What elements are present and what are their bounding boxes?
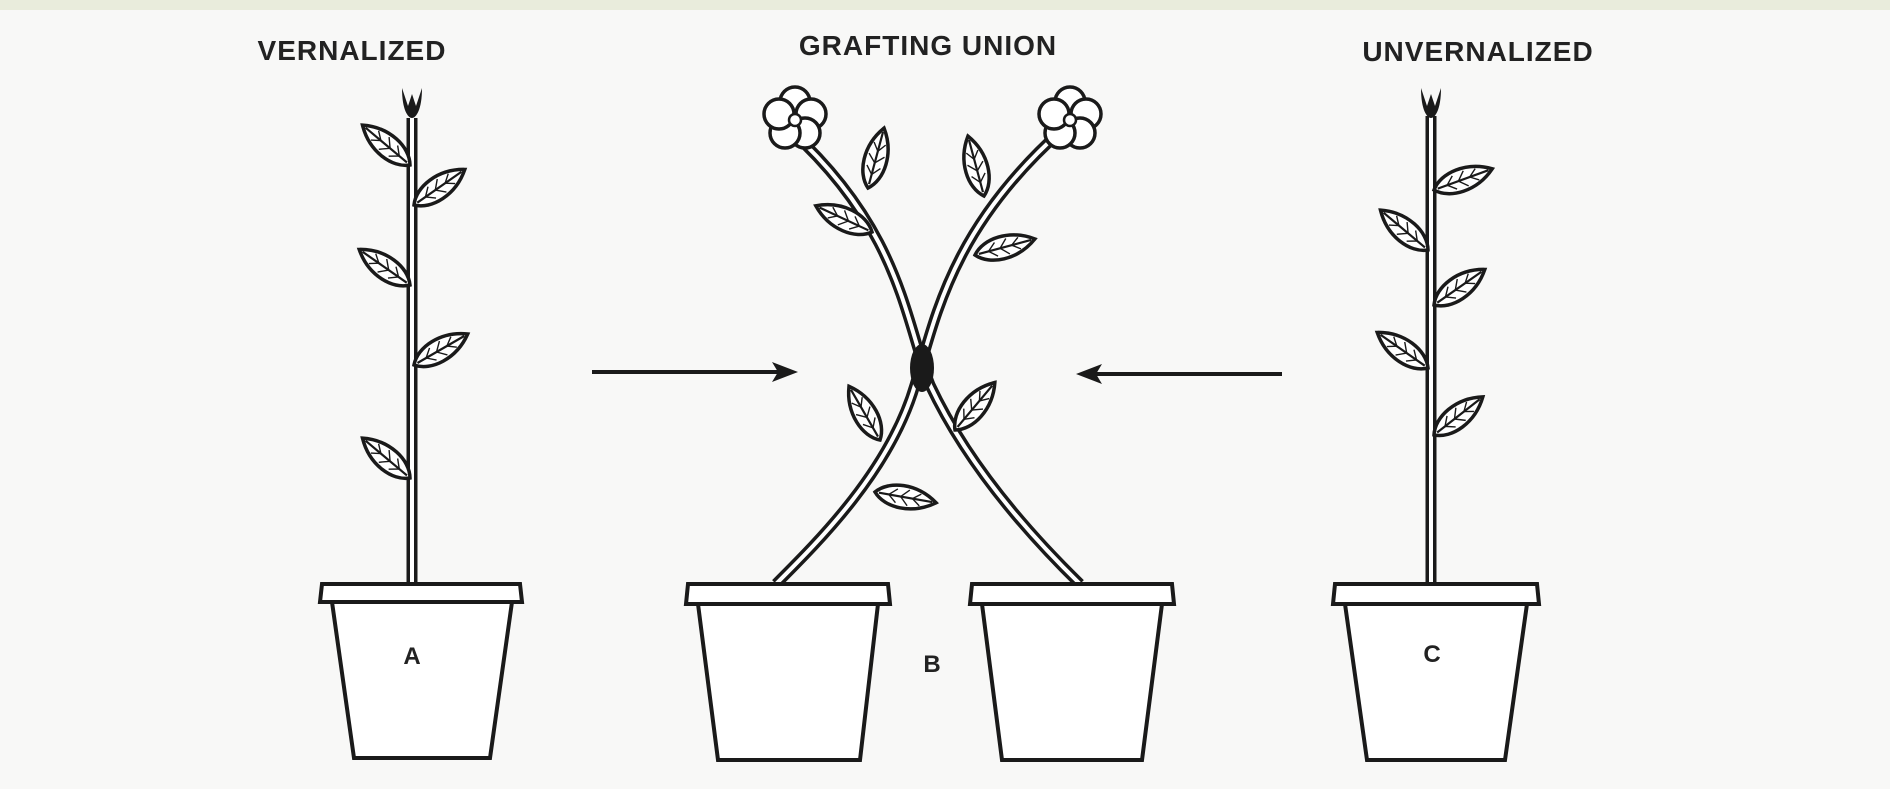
arrow-right-icon <box>592 362 798 382</box>
pot-c-label: C <box>1423 641 1440 668</box>
leaf-icon <box>957 133 995 199</box>
title-grafting-union: GRAFTING UNION <box>799 30 1057 61</box>
graft-union-icon <box>910 344 934 392</box>
leaf-icon <box>946 375 1003 437</box>
arrow-left-icon <box>1076 364 1282 384</box>
title-unvernalized: UNVERNALIZED <box>1362 36 1593 67</box>
flower-icon <box>1039 87 1101 148</box>
leaf-icon <box>839 381 890 446</box>
leaf-icon <box>873 481 938 514</box>
leaf-icon <box>1428 260 1492 314</box>
bud-icon <box>1421 88 1441 118</box>
plant-a: A <box>320 88 522 758</box>
leaf-icon <box>1430 158 1496 200</box>
bud-icon <box>402 88 422 118</box>
plant-b-grafted: B <box>686 87 1174 760</box>
flower-icon <box>764 87 826 148</box>
leaf-icon <box>857 125 895 191</box>
leaf-icon <box>972 228 1038 266</box>
pot-a-label: A <box>403 643 420 670</box>
title-vernalized: VERNALIZED <box>258 35 447 66</box>
pot-b-label: B <box>923 651 940 678</box>
plant-c: C <box>1333 88 1539 760</box>
leaf-icon <box>1371 323 1435 377</box>
leaf-icon <box>408 324 473 375</box>
